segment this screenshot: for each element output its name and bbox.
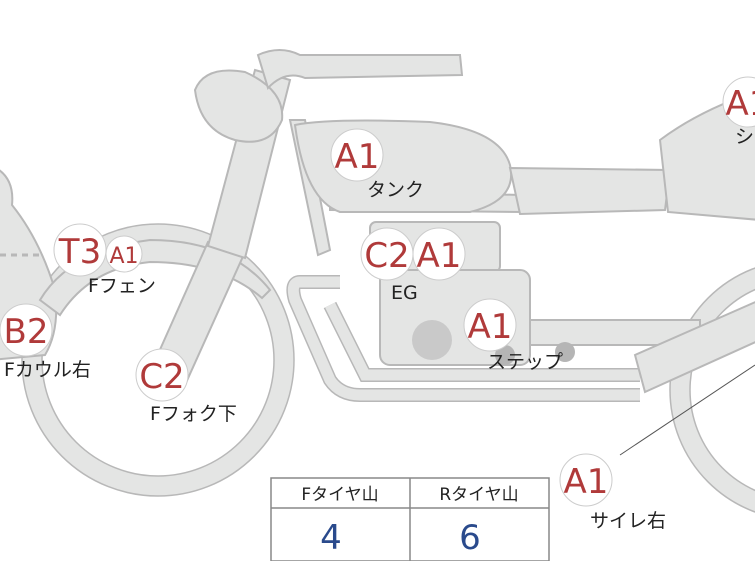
marker-code: A1 bbox=[468, 307, 513, 347]
label-cowl-right: Fカウル右 bbox=[4, 359, 91, 381]
header-front-tire: Fタイヤ山 bbox=[301, 485, 378, 505]
header-rear-tire: Rタイヤ山 bbox=[439, 485, 518, 505]
marker-engine-c2: C2 bbox=[360, 227, 414, 281]
marker-code: A1 bbox=[564, 462, 609, 502]
label-seat: シ bbox=[735, 126, 754, 148]
seat bbox=[508, 166, 672, 216]
marker-fork-lower: C2 bbox=[135, 348, 189, 402]
label-tank: タンク bbox=[367, 179, 424, 201]
muffler bbox=[633, 301, 755, 394]
rear-wheel bbox=[670, 268, 755, 512]
marker-cowl-right: B2 bbox=[0, 303, 53, 357]
marker-fender-a1: A1 bbox=[105, 235, 143, 273]
marker-code: C2 bbox=[139, 357, 184, 397]
marker-tank: A1 bbox=[330, 128, 384, 182]
marker-muffler-right: A1 bbox=[559, 453, 613, 507]
marker-engine-a1: A1 bbox=[412, 227, 466, 281]
tire-tread-table: Fタイヤ山 Rタイヤ山 4 6 bbox=[270, 477, 550, 561]
label-fork-lower: Fフォク下 bbox=[150, 403, 237, 425]
front-wheel bbox=[22, 224, 294, 496]
label-engine: EG bbox=[391, 282, 418, 304]
headlight bbox=[193, 69, 284, 143]
marker-cowl-top-right: A1 bbox=[722, 76, 755, 128]
marker-code: A1 bbox=[417, 236, 462, 276]
marker-code: T3 bbox=[58, 232, 101, 272]
label-muffler-right: サイレ右 bbox=[590, 510, 666, 532]
value-front-tire: 4 bbox=[320, 518, 342, 558]
marker-step: A1 bbox=[463, 298, 517, 352]
marker-code: C2 bbox=[364, 236, 409, 276]
marker-fender-t3: T3 bbox=[53, 223, 107, 277]
damage-markers: A1 A1 T3 A1 C2 A1 A1 B2 bbox=[0, 76, 755, 507]
label-front-fender: Fフェン bbox=[88, 275, 156, 297]
marker-code: A1 bbox=[335, 137, 380, 177]
part-labels: シ タンク Fフェン EG ステップ Fカウル右 Fフォク下 サイレ右 bbox=[4, 126, 754, 532]
handlebar bbox=[256, 49, 464, 90]
marker-code: B2 bbox=[4, 312, 49, 352]
step-peg bbox=[495, 345, 515, 365]
label-step: ステップ bbox=[487, 351, 563, 373]
value-rear-tire: 6 bbox=[459, 518, 481, 558]
rear-cowl bbox=[658, 90, 755, 221]
marker-code: A1 bbox=[726, 84, 755, 124]
marker-code: A1 bbox=[109, 244, 138, 269]
